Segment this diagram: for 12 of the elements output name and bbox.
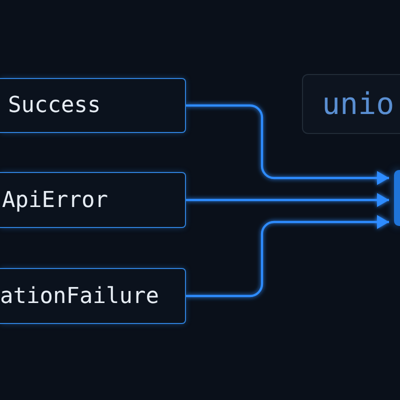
target-box xyxy=(394,170,400,226)
type-name: ApiError xyxy=(2,188,108,212)
keyword-text: unio xyxy=(322,86,394,122)
arrow xyxy=(186,193,389,207)
arrow xyxy=(186,104,389,185)
variant-box xyxy=(0,172,186,228)
keyword-box xyxy=(302,74,400,134)
arrow xyxy=(186,215,389,298)
type-name: ationFailure xyxy=(0,284,159,308)
variant-box xyxy=(0,78,186,133)
variant-box xyxy=(0,268,186,324)
type-name: Success xyxy=(8,93,101,118)
